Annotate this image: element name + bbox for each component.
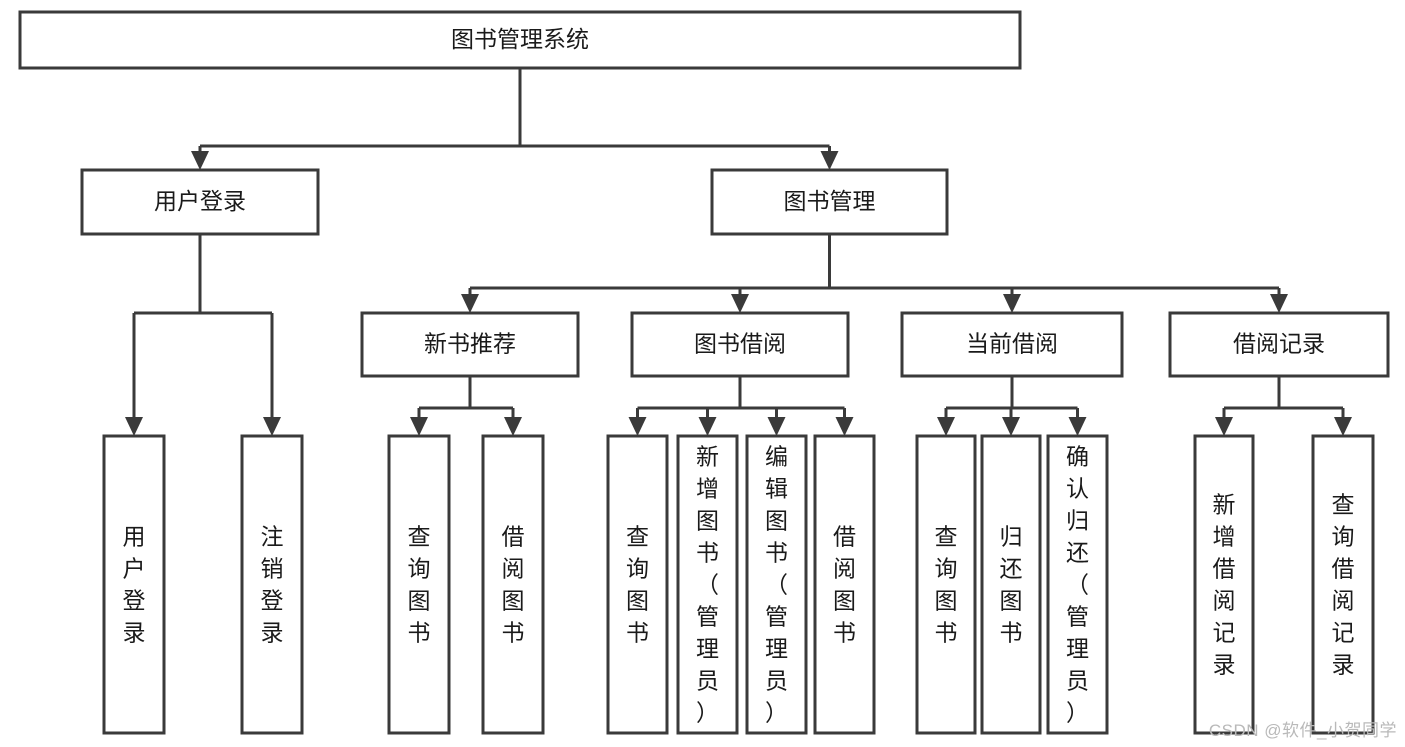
node-label: 用户登录 <box>123 524 146 646</box>
node-leaf_3[interactable]: 查询图书 <box>387 434 451 735</box>
node-leaf_10[interactable]: 归还图书 <box>980 434 1042 735</box>
node-label: 查询图书 <box>626 524 649 646</box>
node-box[interactable] <box>387 434 451 735</box>
node-l3_2[interactable]: 图书借阅 <box>630 311 850 378</box>
connector-group <box>628 376 854 436</box>
node-label: 查询图书 <box>935 524 958 646</box>
connector-layer <box>125 68 1352 436</box>
node-box[interactable] <box>630 311 850 378</box>
node-label: 查询图书 <box>408 524 431 646</box>
node-label: 借阅图书 <box>502 524 525 646</box>
node-label: 用户登录 <box>154 188 246 214</box>
node-leaf_5[interactable]: 查询图书 <box>606 434 669 735</box>
node-l2_2[interactable]: 图书管理 <box>710 168 949 236</box>
node-root[interactable]: 图书管理系统 <box>18 10 1022 70</box>
node-box[interactable] <box>676 434 739 735</box>
node-layer: 图书管理系统用户登录图书管理新书推荐图书借阅当前借阅借阅记录用户登录注销登录查询… <box>18 10 1390 735</box>
connector-group <box>461 234 1288 313</box>
node-l2_1[interactable]: 用户登录 <box>80 168 320 236</box>
node-box[interactable] <box>240 434 304 735</box>
node-box[interactable] <box>813 434 876 735</box>
connector-group <box>125 234 281 436</box>
node-box[interactable] <box>1046 434 1109 735</box>
node-box[interactable] <box>1193 434 1255 735</box>
node-leaf_8[interactable]: 借阅图书 <box>813 434 876 735</box>
node-l3_1[interactable]: 新书推荐 <box>360 311 580 378</box>
node-box[interactable] <box>80 168 320 236</box>
node-label: 图书管理 <box>784 188 876 214</box>
node-leaf_2[interactable]: 注销登录 <box>240 434 304 735</box>
node-box[interactable] <box>745 434 808 735</box>
node-label: 新增图书（管理员） <box>696 444 719 726</box>
node-leaf_1[interactable]: 用户登录 <box>102 434 166 735</box>
node-box[interactable] <box>980 434 1042 735</box>
node-box[interactable] <box>18 10 1022 70</box>
node-label: 新书推荐 <box>424 331 516 357</box>
node-label: 借阅记录 <box>1233 331 1325 357</box>
node-label: 当前借阅 <box>966 331 1058 357</box>
node-label: 注销登录 <box>261 524 284 646</box>
node-box[interactable] <box>915 434 977 735</box>
connector-group <box>410 376 522 436</box>
node-leaf_11[interactable]: 确认归还（管理员） <box>1046 434 1109 735</box>
node-leaf_6[interactable]: 新增图书（管理员） <box>676 434 739 735</box>
node-leaf_4[interactable]: 借阅图书 <box>481 434 545 735</box>
node-box[interactable] <box>1168 311 1390 378</box>
node-box[interactable] <box>606 434 669 735</box>
node-label: 确认归还（管理员） <box>1066 444 1089 726</box>
node-label: 图书借阅 <box>694 331 786 357</box>
node-label: 借阅图书 <box>833 524 856 646</box>
node-label: 查询借阅记录 <box>1332 492 1355 678</box>
node-l3_3[interactable]: 当前借阅 <box>900 311 1124 378</box>
node-label: 图书管理系统 <box>451 26 589 52</box>
node-label: 新增借阅记录 <box>1213 492 1236 678</box>
node-box[interactable] <box>900 311 1124 378</box>
connector-group <box>1215 376 1352 436</box>
node-box[interactable] <box>102 434 166 735</box>
connector-group <box>937 376 1087 436</box>
node-leaf_12[interactable]: 新增借阅记录 <box>1193 434 1255 735</box>
node-box[interactable] <box>710 168 949 236</box>
node-l3_4[interactable]: 借阅记录 <box>1168 311 1390 378</box>
node-box[interactable] <box>360 311 580 378</box>
node-leaf_9[interactable]: 查询图书 <box>915 434 977 735</box>
node-leaf_7[interactable]: 编辑图书（管理员） <box>745 434 808 735</box>
node-box[interactable] <box>1311 434 1375 735</box>
node-leaf_13[interactable]: 查询借阅记录 <box>1311 434 1375 735</box>
node-box[interactable] <box>481 434 545 735</box>
node-label: 编辑图书（管理员） <box>765 444 788 726</box>
connector-group <box>191 68 839 170</box>
node-label: 归还图书 <box>1000 524 1023 646</box>
